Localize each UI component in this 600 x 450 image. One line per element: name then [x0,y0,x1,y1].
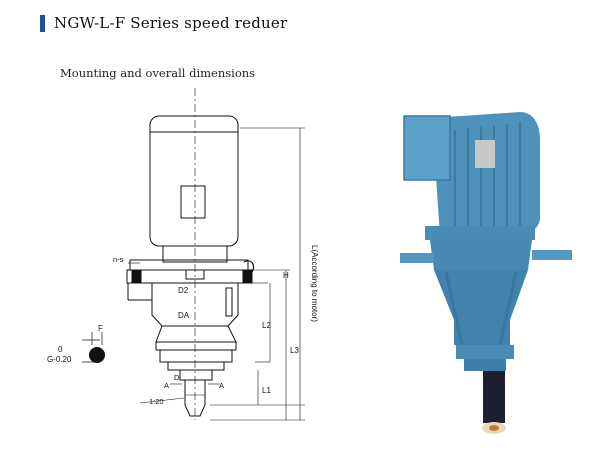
product-photo [400,112,572,434]
label-a-left: A [164,381,169,390]
title-accent-bar [40,14,45,32]
label-h: H [283,271,289,280]
label-da: DA [178,311,190,320]
label-l3: L3 [290,346,299,355]
reducer-outline [126,88,255,420]
section-subtitle: Mounting and overall dimensions [60,66,256,80]
label-l-overall: L(According to motor) [310,245,319,322]
label-tolerance: G-0.20 [47,355,72,364]
label-l2: L2 [262,321,271,330]
label-zero: 0 [58,345,63,354]
label-d2: D2 [178,286,189,295]
dimension-lines [128,127,305,421]
label-l1: L1 [262,386,271,395]
label-taper: 1:20 [149,397,164,406]
label-n-s: n-s [113,255,124,264]
page-header: NGW-L-F Series speed reduer [40,12,287,34]
keyway-detail: F 0 G-0.20 [47,324,105,364]
label-a-right: A [219,381,224,390]
label-f: F [98,324,103,333]
label-d: D [174,373,180,382]
page-title: NGW-L-F Series speed reduer [54,14,288,32]
